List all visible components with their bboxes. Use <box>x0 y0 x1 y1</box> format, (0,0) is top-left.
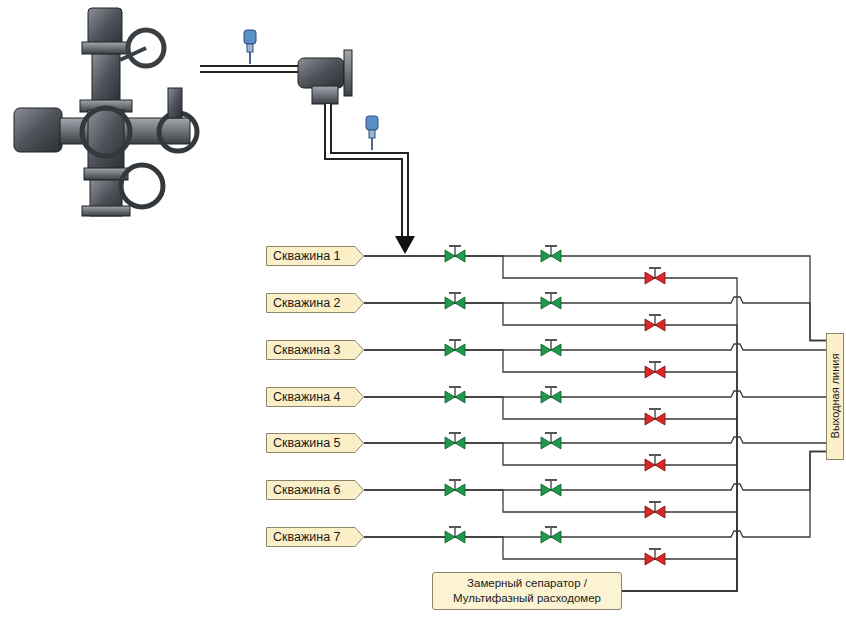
stem <box>120 48 146 60</box>
well-tag: Скважина 6 <box>266 480 364 500</box>
pipe-line <box>364 303 737 591</box>
actuator-left <box>14 108 62 152</box>
tag-outline <box>267 528 364 547</box>
pipe-line <box>364 443 737 591</box>
closed-valve <box>645 549 665 565</box>
open-valve <box>445 433 465 449</box>
pipe-line <box>364 344 826 350</box>
closed-valve <box>645 268 665 284</box>
choke-outlet <box>312 86 338 104</box>
tag-outline <box>267 388 364 407</box>
cross-body <box>88 110 124 170</box>
handwheel <box>159 113 197 151</box>
handwheel <box>82 108 130 156</box>
handwheel <box>121 165 163 207</box>
well-name: Скважина 7 <box>273 530 341 545</box>
pipe-line <box>364 452 826 491</box>
open-valve <box>445 480 465 496</box>
open-valve <box>445 387 465 403</box>
closed-valve <box>645 409 665 425</box>
choke-body <box>298 58 344 88</box>
open-valve <box>445 340 465 356</box>
flowline-inner <box>200 67 300 71</box>
outlet-label: Выходная линия <box>829 354 841 439</box>
closed-valve <box>645 315 665 331</box>
tag-outline <box>267 247 364 266</box>
closed-valve <box>645 362 665 378</box>
flange <box>82 206 130 216</box>
well-tag: Скважина 7 <box>266 527 364 547</box>
choke-flange <box>344 50 352 96</box>
pipe-line <box>364 437 826 443</box>
transmitter-neck <box>369 130 375 138</box>
transmitter-neck <box>247 44 253 52</box>
open-valve <box>541 527 561 543</box>
open-valve <box>445 293 465 309</box>
open-valve <box>541 293 561 309</box>
well-tag: Скважина 1 <box>266 246 364 266</box>
open-valve <box>541 387 561 403</box>
well-name: Скважина 2 <box>273 296 341 311</box>
flowline <box>200 65 300 73</box>
well-name: Скважина 6 <box>273 483 341 498</box>
tag-outline <box>267 341 364 360</box>
manifold-feed-inner <box>328 104 405 236</box>
well-name: Скважина 4 <box>273 390 341 405</box>
separator-box: Замерный сепаратор / Мультифазный расход… <box>432 572 622 610</box>
well-tag: Скважина 2 <box>266 293 364 313</box>
open-valve <box>445 246 465 262</box>
separator-label: Замерный сепаратор / Мультифазный расход… <box>441 576 613 606</box>
valve-body <box>92 54 120 104</box>
flange <box>82 42 128 54</box>
pipe-line <box>364 350 737 591</box>
transmitter-head <box>244 30 256 44</box>
outlet-line-box: Выходная линия <box>826 333 844 460</box>
closed-valve <box>645 455 665 471</box>
open-valve <box>541 433 561 449</box>
pipe-line <box>364 256 826 341</box>
open-valve <box>541 480 561 496</box>
well-name: Скважина 1 <box>273 249 341 264</box>
pipe-line <box>364 397 737 591</box>
closed-valve <box>645 502 665 518</box>
open-valve <box>541 340 561 356</box>
well-tag: Скважина 5 <box>266 433 364 453</box>
transmitter-head <box>366 116 378 130</box>
tag-outline <box>267 294 364 313</box>
well-tag: Скважина 3 <box>266 340 364 360</box>
flow-arrow <box>395 236 415 254</box>
pressure-transmitter <box>244 30 256 64</box>
tag-outline <box>267 481 364 500</box>
wing-valve <box>168 88 182 118</box>
pressure-transmitter <box>366 116 378 150</box>
tag-outline <box>267 434 364 453</box>
open-valve <box>445 527 465 543</box>
pipe-line <box>364 391 826 397</box>
well-tag: Скважина 4 <box>266 387 364 407</box>
open-valve <box>541 246 561 262</box>
manifold-feed <box>328 104 405 236</box>
pipe-line <box>364 256 737 591</box>
well-name: Скважина 5 <box>273 436 341 451</box>
well-name: Скважина 3 <box>273 343 341 358</box>
pipe-line <box>364 452 826 538</box>
